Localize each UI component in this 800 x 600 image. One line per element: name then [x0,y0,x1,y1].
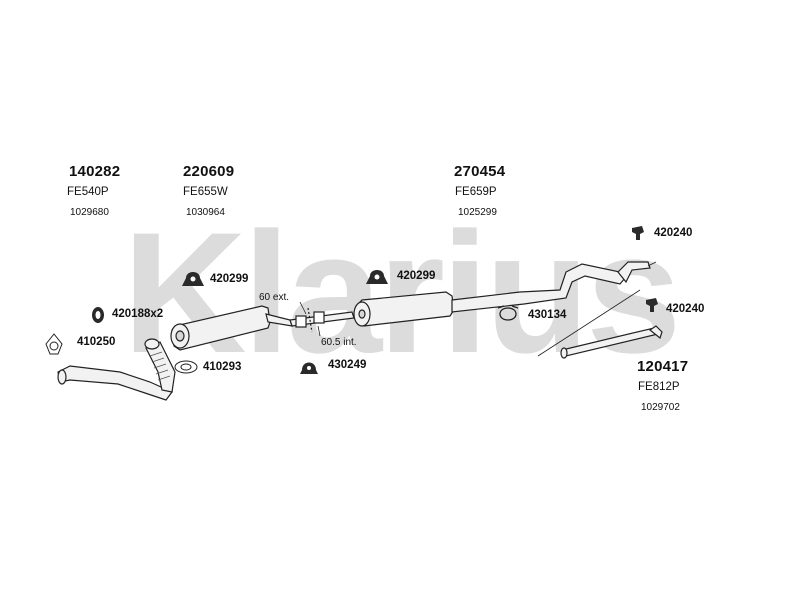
assembly-2-code: 1030964 [186,207,225,218]
tailpipe [560,261,663,359]
front-silencer [170,305,293,351]
part-label-420299-front: 420299 [210,273,249,285]
gasket-icon [45,333,63,355]
gasket-icon [174,360,198,374]
assembly-1-ref: FE540P [67,186,109,198]
part-label-420299-centre: 420299 [397,270,436,282]
clamp-icon [497,305,519,321]
part-label-420240-top: 420240 [654,227,693,239]
assembly-1-code: 1029680 [70,207,109,218]
dimension-ext: 60 ext. [259,292,290,303]
centre-silencer [353,263,626,327]
front-pipe [57,338,176,401]
rubber-mount-icon [366,270,388,284]
rubber-ring-icon [92,307,104,323]
assembly-3-number: 270454 [454,163,506,180]
part-label-430134: 430134 [528,309,567,321]
assembly-3-code: 1025299 [458,207,497,218]
hanger-icon [646,298,658,312]
assembly-2-ref: FE655W [183,186,228,198]
part-label-430249: 430249 [328,359,367,371]
assembly-4-ref: FE812P [638,381,680,393]
watermark-text: Klarius [122,197,677,389]
assembly-4-code: 1029702 [641,402,680,413]
part-label-420188x2: 420188x2 [112,308,164,320]
part-label-410250: 410250 [77,336,116,348]
part-label-410293: 410293 [203,361,242,373]
assembly-1-number: 140282 [69,163,121,180]
dimension-int: 60.5 int. [321,337,357,348]
assembly-4-number: 120417 [637,358,689,375]
clamp-icon [300,362,318,374]
assembly-3-ref: FE659P [455,186,497,198]
hanger-icon [632,226,644,240]
rubber-mount-icon [182,272,204,286]
part-label-420240-lower: 420240 [666,303,705,315]
assembly-2-number: 220609 [183,163,235,180]
